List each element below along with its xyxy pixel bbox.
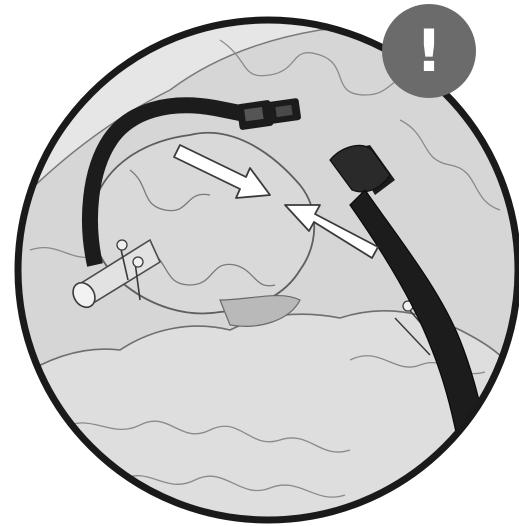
warning-badge-symbol: ! <box>416 22 442 80</box>
warning-badge-icon: ! <box>382 4 476 98</box>
